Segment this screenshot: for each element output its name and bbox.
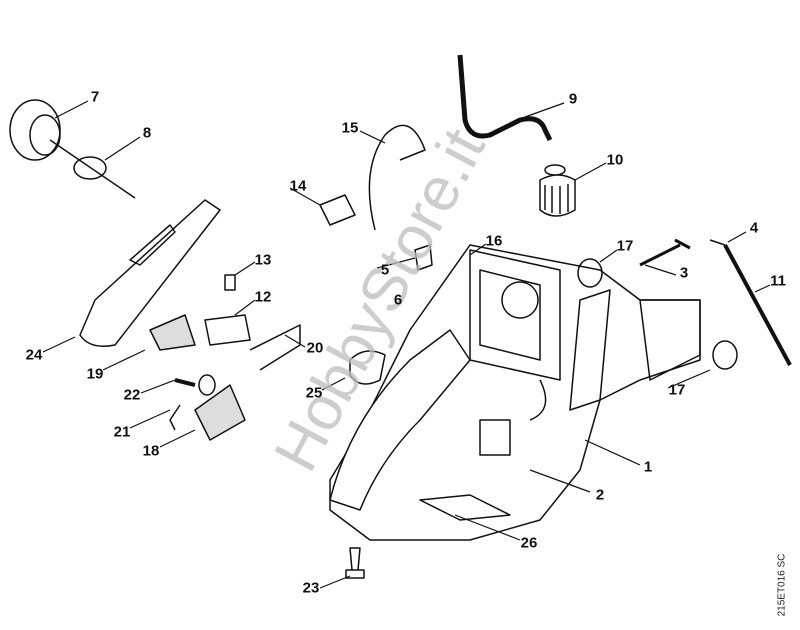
callout-label: 18 [142, 442, 160, 460]
housing-part [329, 244, 701, 541]
gasket-part [349, 350, 386, 385]
callout-label: 19 [86, 365, 104, 383]
cable-part [368, 124, 426, 231]
callout-label: 25 [305, 384, 323, 402]
callout-label: 6 [393, 291, 403, 309]
plug-part [414, 244, 433, 271]
callout-label: 7 [90, 88, 100, 106]
lever-part [204, 314, 251, 346]
callout-label: 11 [770, 272, 786, 290]
callout-label: 5 [380, 261, 390, 279]
ring-part [577, 258, 603, 288]
callout-label: 23 [302, 579, 320, 597]
pipe-part [723, 244, 792, 366]
callout-label: 15 [341, 119, 359, 137]
handle-cover-part [79, 199, 221, 347]
callout-label: 4 [749, 219, 759, 237]
trigger-part [149, 314, 196, 351]
callout-label: 21 [113, 423, 131, 441]
trigger-part [194, 384, 246, 441]
ring-part [712, 340, 738, 370]
callout-label: 1 [643, 458, 653, 476]
callout-label: 17 [668, 381, 686, 399]
leader-lines [42, 100, 771, 589]
screw-part [345, 547, 365, 579]
callout-label: 16 [485, 232, 503, 250]
drawing-code: 215ET016 SC [776, 553, 788, 617]
starter-part [9, 99, 136, 199]
callout-label: 9 [568, 90, 578, 108]
callout-label: 22 [123, 386, 141, 404]
bolt-part [639, 238, 691, 267]
clip-part [319, 194, 356, 226]
callout-label: 24 [25, 346, 43, 364]
callout-label: 10 [606, 151, 624, 169]
callout-label: 2 [595, 486, 605, 504]
callout-label: 17 [616, 237, 634, 255]
fuel-filter-part [539, 164, 576, 217]
callout-label: 3 [679, 264, 689, 282]
callout-label: 20 [306, 339, 324, 357]
callout-label: 26 [520, 534, 538, 552]
callout-label: 12 [254, 288, 272, 306]
callout-label: 13 [254, 251, 272, 269]
fuel-hose-part [457, 54, 553, 142]
callout-label: 14 [289, 177, 307, 195]
callout-label: 8 [142, 124, 152, 142]
